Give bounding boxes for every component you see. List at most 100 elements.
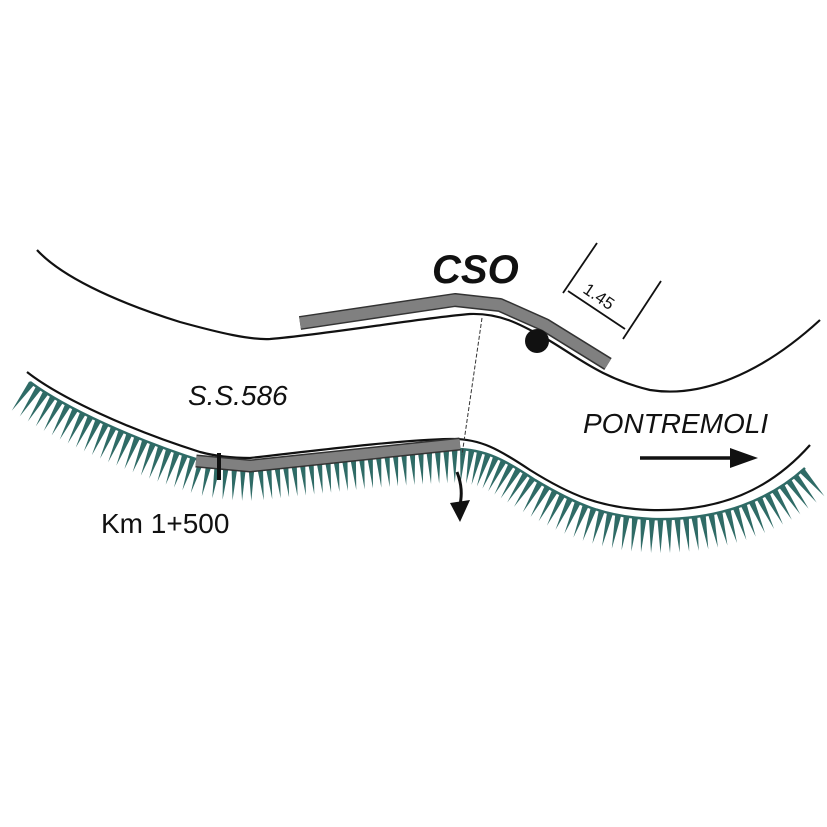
slope-hatch-tooth — [190, 459, 204, 494]
slope-hatch-tooth — [375, 453, 382, 488]
slope-hatch-tooth — [165, 451, 180, 485]
slope-hatch-tooth — [43, 399, 63, 431]
cso-point-marker — [525, 329, 549, 353]
slope-hatch-tooth — [282, 463, 290, 498]
slope-hatch-tooth — [290, 462, 298, 497]
slope-hatch-tooth — [482, 456, 499, 489]
slope-hatch-tooth — [11, 381, 35, 411]
slope-hatch-tooth — [383, 452, 390, 488]
direction-arrow-icon — [640, 448, 758, 468]
dimension-marker — [562, 242, 662, 340]
slope-hatch-tooth — [786, 479, 809, 509]
slope-hatch-tooth — [716, 511, 728, 546]
slope-hatch-tooth — [674, 518, 681, 553]
slope-hatch-tooth — [764, 493, 784, 525]
slope-hatch-tooth — [108, 429, 125, 463]
slope-hatch-tooth — [648, 518, 655, 553]
slope-hatch-tooth — [400, 451, 407, 486]
slope-hatch-tooth — [691, 516, 699, 551]
slope-hatch-tooth — [324, 458, 332, 493]
slope-hatch-tooth — [799, 468, 825, 497]
slope-hatch-tooth — [724, 509, 737, 543]
slope-hatch-tooth — [522, 481, 543, 513]
slope-hatch-tooth — [116, 433, 133, 466]
dimension-label: 1.45 — [580, 280, 618, 314]
slope-hatch-tooth — [708, 513, 718, 548]
slope-hatch-tooth — [611, 514, 622, 549]
slope-hatch-tooth — [640, 518, 647, 553]
slope-hatch-tooth — [27, 391, 49, 422]
slope-hatch-tooth — [417, 450, 424, 485]
slope-hatch-tooth — [299, 461, 306, 496]
slope-hatch-tooth — [621, 516, 630, 551]
slope-hatch-tooth — [132, 439, 148, 473]
slope-hatch-tooth — [564, 501, 581, 534]
slope-hatch-tooth — [592, 510, 605, 544]
slope-hatch-tooth — [494, 463, 514, 495]
slope-hatch-tooth — [341, 456, 348, 491]
slope-hatch-tooth — [358, 455, 365, 490]
slope-hatch-tooth — [771, 488, 792, 520]
slope-hatch-tooth — [573, 504, 589, 538]
slope-hatch-tooth — [602, 512, 613, 547]
slope-hatch-tooth — [182, 457, 196, 491]
slope-hatch-tooth — [530, 485, 550, 517]
guardrail-upper-fill — [299, 294, 611, 369]
slope-hatch-tooth — [248, 466, 255, 501]
road-upper-edge — [36, 249, 821, 393]
road-name-label: S.S.586 — [188, 380, 288, 411]
slope-hatch-tooth — [476, 453, 491, 487]
slope-hatch-tooth — [231, 466, 238, 501]
slope-hatch-tooth — [582, 507, 597, 541]
slope-hatch-tooth — [173, 454, 188, 488]
slope-hatch-tooth — [273, 464, 281, 499]
slope-hatch-tooth — [201, 462, 213, 497]
slope-hatch-tooth — [488, 459, 507, 492]
drainage-arrow-icon — [450, 471, 470, 522]
slope-hatch-tooth — [366, 454, 373, 489]
slope-hatch-tooth — [513, 476, 536, 507]
section-dashed-line — [461, 317, 483, 456]
slope-hatch-tooth — [99, 426, 117, 459]
slope-hatch-tooth — [140, 442, 156, 476]
slope-hatch-tooth — [19, 386, 42, 417]
slope-hatch-tooth — [460, 449, 467, 484]
slope-hatch-tooth — [665, 518, 672, 553]
slope-hatch-tooth — [349, 456, 357, 491]
slope-hatch-tooth — [699, 515, 709, 550]
slope-hatch-tooth — [59, 408, 78, 440]
slope-hatch-tooth — [316, 459, 323, 494]
slope-hatch-tooth — [67, 411, 86, 444]
slope-hatch-tooth — [740, 503, 756, 537]
direction-label: PONTREMOLI — [583, 408, 768, 439]
slope-hatch-tooth — [466, 449, 475, 484]
slope-hatch-tooth — [307, 460, 315, 495]
slope-hatch-tooth — [333, 457, 340, 492]
kilometer-label: Km 1+500 — [101, 508, 229, 539]
slope-hatch-tooth — [91, 422, 109, 456]
slope-hatch-tooth — [434, 449, 441, 484]
slope-hatch-tooth — [83, 419, 101, 452]
slope-hatch-tooth — [392, 452, 399, 487]
slope-hatch-tooth — [779, 484, 801, 515]
slope-hatch-tooth — [35, 395, 56, 427]
slope-hatch-tooth — [443, 449, 450, 484]
slope-hatch-tooth — [500, 467, 522, 499]
cso-label: CSO — [432, 248, 519, 292]
slope-hatch-tooth — [748, 500, 766, 534]
slope-hatch-tooth — [682, 517, 690, 552]
slope-hatch-tooth — [793, 474, 817, 503]
slope-hatch-tooth — [256, 466, 264, 501]
guardrail-lower-fill — [195, 439, 461, 471]
slope-hatch-tooth — [239, 466, 246, 501]
slope-hatch-tooth — [265, 465, 273, 500]
slope-hatch-tooth — [51, 403, 71, 436]
slope-hatch-tooth — [471, 451, 483, 485]
slope-hatch-tooth — [732, 506, 747, 541]
slope-hatch-tooth — [538, 489, 558, 522]
slope-hatch-tooth — [409, 450, 416, 486]
slope-hatch-tooth — [631, 517, 638, 552]
slope-hatch-tooth — [157, 448, 172, 482]
